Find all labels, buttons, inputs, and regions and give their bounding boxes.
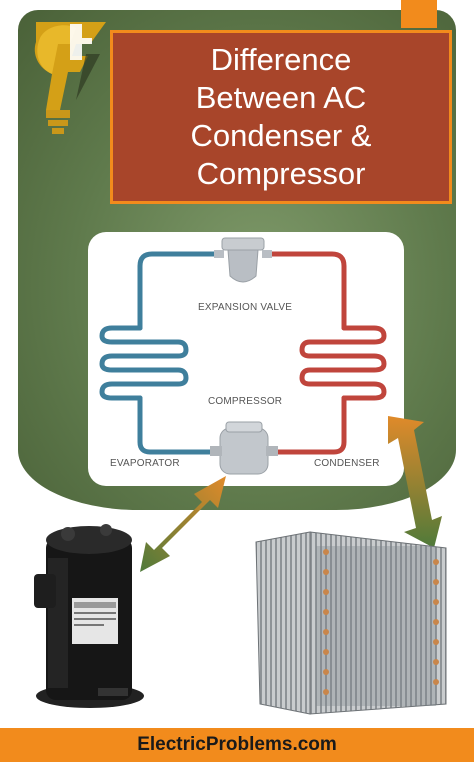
scroll-compressor-image: [34, 524, 144, 708]
expansion-valve-label: EXPANSION VALVE: [198, 302, 293, 313]
compressor-icon: [210, 421, 278, 475]
expansion-valve-icon: [214, 237, 272, 283]
site-link[interactable]: ElectricProblems.com: [137, 734, 337, 755]
page-title: Difference Between AC Condenser & Compre…: [190, 42, 372, 191]
cold-refrigerant-line: [99, 251, 223, 455]
condenser-label: CONDENSER: [314, 458, 380, 469]
compressor-pointer-arrow-icon: [140, 476, 226, 572]
condenser-pointer-arrow-icon: [388, 416, 442, 548]
compressor-label: COMPRESSOR: [208, 396, 283, 407]
hot-refrigerant-line: [263, 251, 387, 455]
title-banner: Difference Between AC Condenser & Compre…: [110, 30, 452, 204]
footer-banner: ElectricProblems.com: [0, 728, 474, 762]
evaporator-label: EVAPORATOR: [110, 458, 180, 469]
refrigeration-cycle-diagram: [99, 237, 387, 475]
lightbulb-logo-icon: [34, 22, 106, 134]
condenser-coil-image: [255, 531, 447, 715]
corner-tab: [401, 0, 437, 28]
